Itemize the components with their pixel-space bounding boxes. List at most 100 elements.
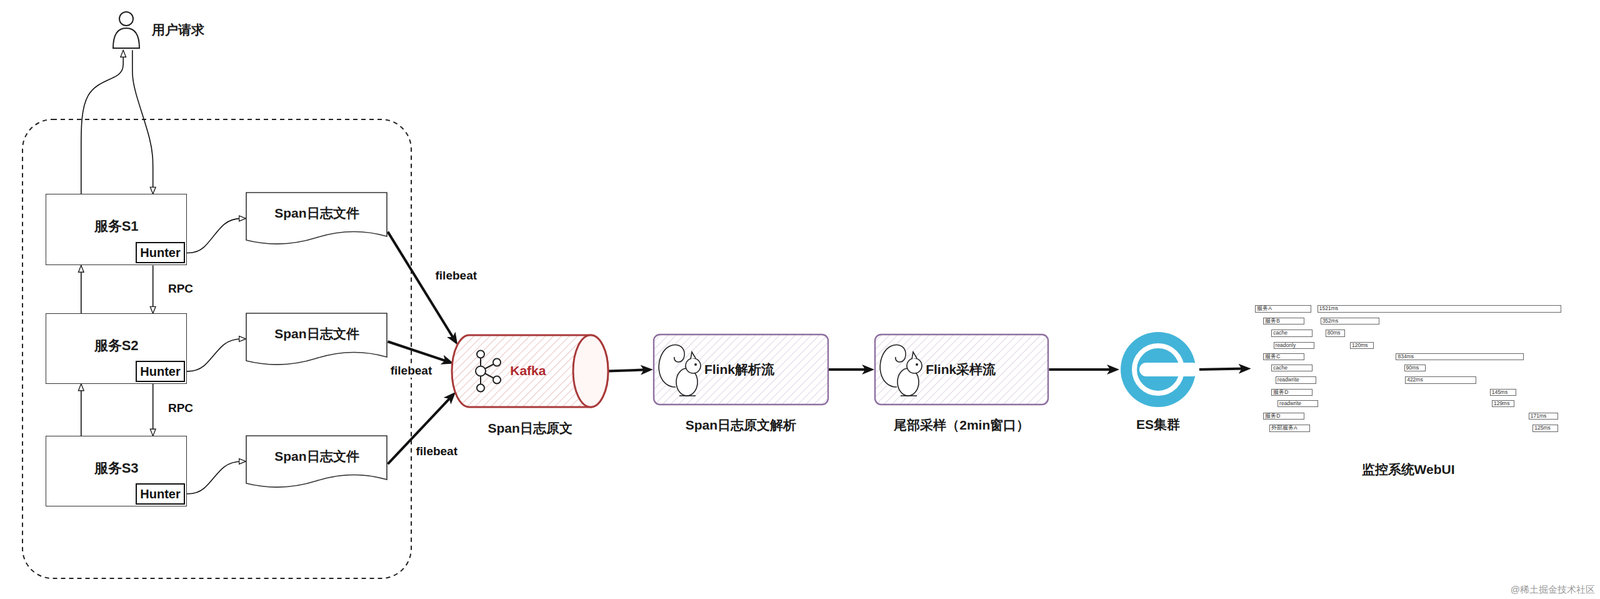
flow-arrow	[387, 231, 455, 340]
kafka-queue: KafkaSpan日志原文	[451, 333, 609, 409]
user-actor: 用户请求	[110, 10, 143, 49]
trace-duration-bar: 834ms	[1395, 353, 1524, 360]
squirrel-feet	[679, 395, 696, 397]
agent-box: Hunter	[135, 483, 185, 505]
call-arrow	[185, 461, 247, 494]
node-label: Span日志文件	[274, 447, 359, 465]
trace-duration-bar: 125ms	[1532, 424, 1559, 432]
node-label: Kafka	[510, 363, 546, 379]
node-label: Span日志文件	[274, 204, 359, 222]
service-box: Hunter 服务S1	[45, 193, 187, 265]
call-arrow	[81, 50, 124, 194]
es-cluster: ES集群	[1119, 330, 1197, 409]
kafka-logo-node	[476, 350, 485, 358]
call-arrow	[152, 265, 154, 314]
call-arrow	[132, 50, 154, 194]
edge-label: filebeat	[388, 363, 435, 378]
trace-duration-bar: 120ms	[1350, 341, 1374, 349]
flink-job: Flink解析流Span日志原文解析	[653, 333, 829, 405]
trace-span-name: cache	[1271, 364, 1312, 372]
trace-duration-bar: 145ms	[1490, 388, 1517, 396]
trace-duration-bar: 129ms	[1491, 400, 1515, 407]
agent-label: Hunter	[136, 484, 184, 504]
node-label: Flink解析流	[704, 360, 775, 379]
trace-span-name: readwrite	[1275, 376, 1317, 384]
trace-span-name: cache	[1271, 329, 1312, 337]
es-logo-bar	[1139, 362, 1200, 377]
trace-span-name: readwrite	[1277, 400, 1319, 407]
flink-box-outline	[653, 334, 829, 405]
kafka-logo-node	[493, 375, 501, 384]
document-shape	[246, 313, 387, 365]
edge-label: filebeat	[433, 268, 480, 283]
user-head	[119, 11, 134, 26]
squirrel-ear	[911, 351, 917, 359]
squirrel-eye	[915, 363, 919, 366]
trace-span-name: 服务A	[1255, 305, 1312, 312]
call-arrow	[185, 218, 247, 253]
flink-squirrel-icon	[880, 344, 922, 395]
squirrel-head	[906, 358, 922, 374]
flink-job: Flink采样流尾部采样（2min窗口）	[874, 333, 1049, 405]
flink-box-outline	[875, 334, 1049, 405]
service-box: Hunter 服务S3	[45, 435, 187, 507]
kafka-logo-node	[475, 365, 486, 376]
document-shape	[246, 192, 387, 244]
flow-arrow	[608, 369, 647, 371]
trace-span-name: readonly	[1273, 341, 1315, 349]
watermark: @稀土掘金技术社区	[1510, 583, 1595, 596]
agent-box: Hunter	[135, 241, 185, 264]
node-label: 服务S3	[94, 458, 139, 478]
call-arrow	[80, 265, 82, 314]
caption-label: ES集群	[1136, 415, 1180, 434]
agent-box: Hunter	[135, 360, 185, 382]
user-outline	[110, 10, 143, 49]
trace-span-name: 服务B	[1263, 317, 1304, 325]
edge-label: RPC	[166, 281, 195, 296]
node-label: Span日志文件	[274, 325, 359, 343]
edge-label: filebeat	[414, 444, 460, 459]
edge-label: RPC	[166, 401, 195, 415]
squirrel-ear	[690, 351, 696, 359]
trace-span-name: 服务D	[1263, 412, 1304, 420]
document-shape	[246, 435, 387, 487]
caption-label: Span日志原文	[487, 419, 572, 437]
call-arrow	[80, 383, 82, 436]
log-file: Span日志文件	[245, 435, 388, 489]
log-file: Span日志文件	[245, 191, 388, 245]
trace-duration-bar: 1521ms	[1317, 305, 1562, 312]
trace-duration-bar: 90ms	[1404, 364, 1426, 372]
cylinder-cap	[573, 335, 609, 407]
squirrel-feet	[900, 395, 917, 397]
trace-duration-bar: 352ms	[1320, 317, 1380, 325]
flow-arrow	[1196, 368, 1245, 370]
kafka-logo-node	[476, 383, 485, 392]
node-label: Flink采样流	[925, 360, 996, 379]
trace-span-name: 服务C	[1263, 353, 1304, 360]
flow-arrow	[828, 368, 869, 371]
flow-arrow	[1048, 368, 1114, 371]
flink-squirrel-icon	[658, 344, 701, 395]
caption-label: 尾部采样（2min窗口）	[893, 416, 1030, 434]
squirrel-eye	[694, 363, 697, 366]
trace-duration-bar: 422ms	[1405, 376, 1477, 384]
agent-label: Hunter	[136, 243, 184, 262]
trace-duration-bar: 80ms	[1325, 329, 1345, 337]
caption-label: Span日志原文解析	[685, 416, 797, 434]
kafka-logo-node	[493, 358, 501, 366]
caption-label: 监控系统WebUI	[1361, 460, 1455, 479]
agent-label: Hunter	[136, 361, 184, 381]
node-label: 服务S2	[94, 336, 139, 355]
trace-duration-bar: 171ms	[1528, 412, 1559, 420]
call-arrow	[152, 383, 154, 436]
node-label: 服务S1	[94, 216, 139, 236]
squirrel-head	[685, 358, 701, 374]
log-file: Span日志文件	[245, 312, 388, 366]
cylinder-body	[451, 335, 609, 407]
trace-span-name: 外部服务A	[1269, 424, 1310, 432]
actor-label: 用户请求	[151, 21, 205, 39]
